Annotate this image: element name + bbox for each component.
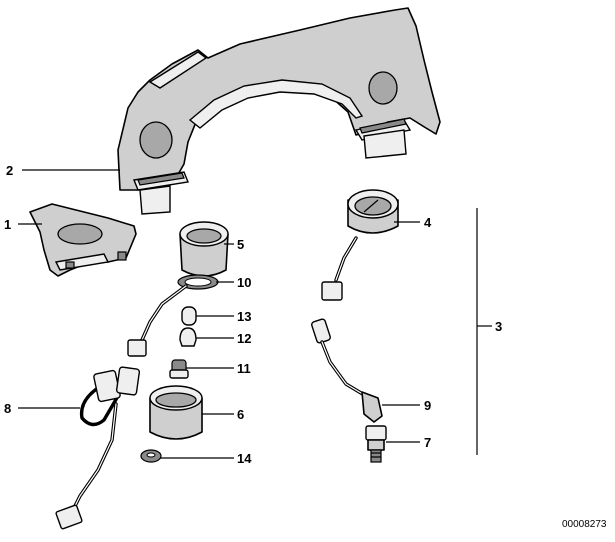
callout-4: 4 [424,215,432,230]
part-2-panel-trim [117,7,441,215]
callout-6: 6 [237,407,244,422]
part-14-grommet [140,449,162,463]
part-6-cup-housing [149,385,203,440]
part-4-gauge [321,189,399,301]
part-12-bulb [179,327,197,347]
reference-number: 00008273 [562,519,607,530]
callout-10: 10 [237,275,251,290]
callout-3: 3 [495,319,502,334]
part-1-trim-bezel [29,203,137,277]
callout-7: 7 [424,435,431,450]
callout-1: 1 [4,217,11,232]
callout-14: 14 [237,451,252,466]
part-9-sensor-lead [311,318,383,423]
part-5-gauge-housing [179,221,229,277]
part-8-wiring-harness [55,366,141,530]
callout-8: 8 [4,401,11,416]
part-5-wire [127,284,188,357]
callout-2: 2 [6,163,13,178]
callout-11: 11 [237,361,251,376]
part-11-socket [169,359,189,379]
callout-12: 12 [237,331,251,346]
part-7-sender-unit [365,425,387,463]
callout-9: 9 [424,398,431,413]
callout-13: 13 [237,309,251,324]
callout-5: 5 [237,237,244,252]
part-13-bulb-socket [181,306,197,326]
